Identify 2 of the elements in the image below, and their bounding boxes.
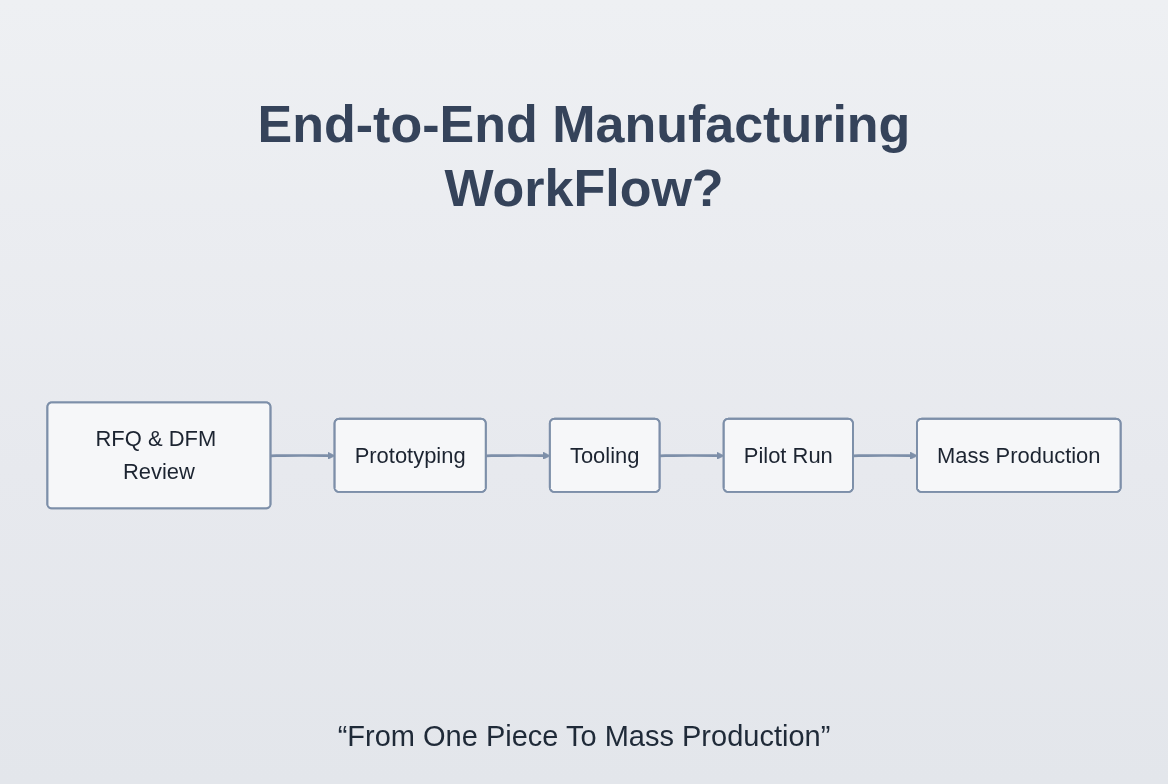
caption: “From One Piece To Mass Production” — [337, 719, 831, 754]
title: End-to-End Manufacturing WorkFlow? — [256, 94, 912, 219]
